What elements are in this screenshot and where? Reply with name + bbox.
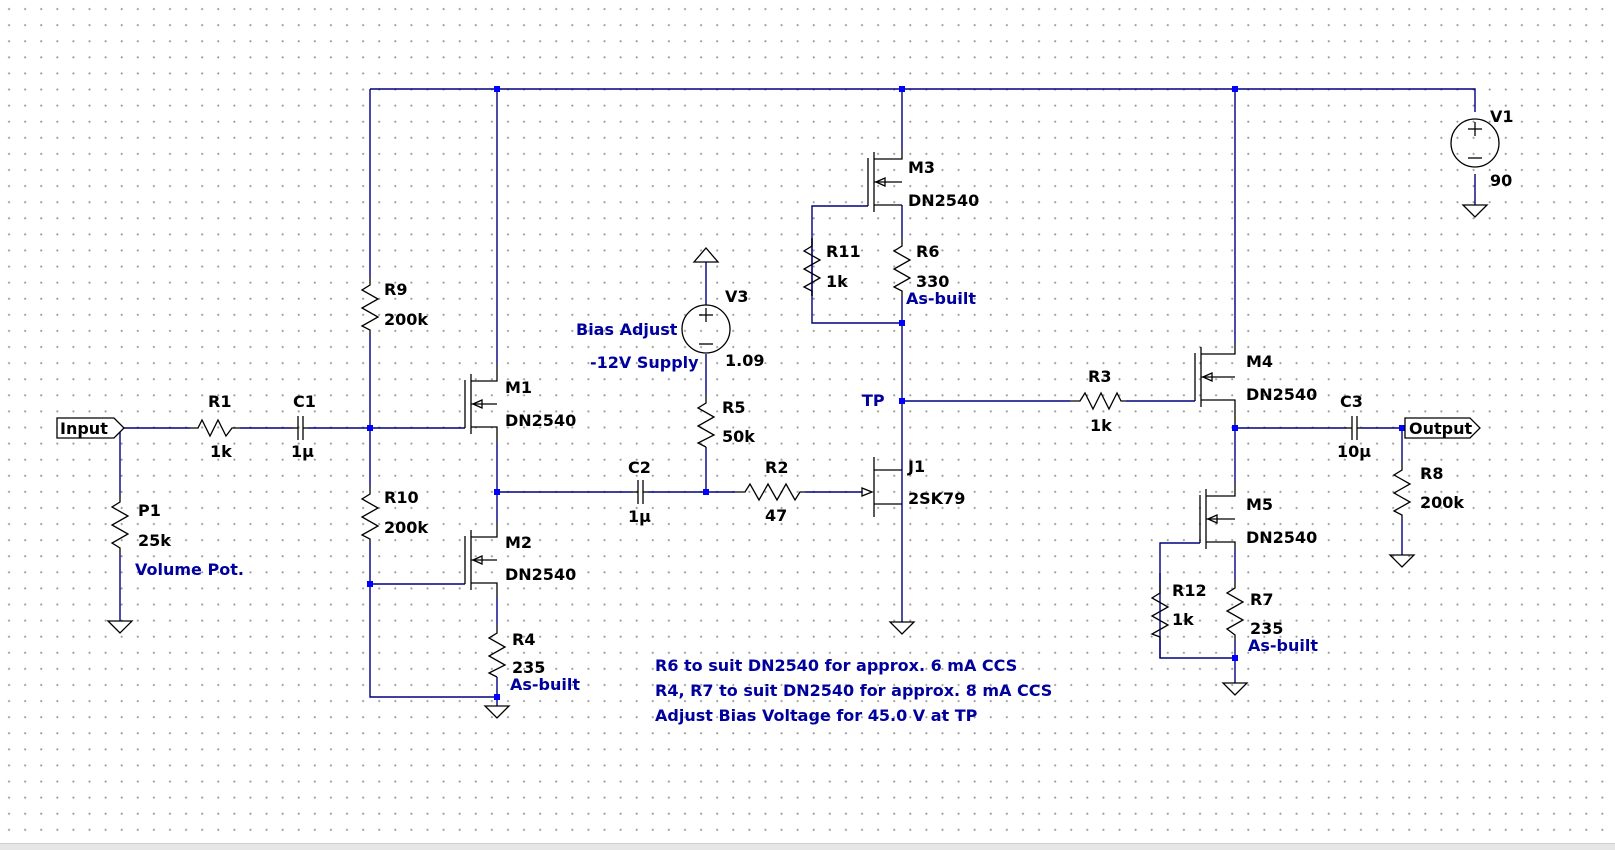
svg-text:25k: 25k — [138, 531, 171, 550]
input-port-label: Input — [60, 419, 108, 438]
svg-text:50k: 50k — [722, 427, 755, 446]
ground-icon — [1388, 554, 1416, 568]
output-port-label: Output — [1409, 419, 1472, 438]
svg-text:R10: R10 — [384, 488, 419, 507]
resistor-R6[interactable]: R6 330 As-built — [892, 238, 976, 308]
svg-text:M1: M1 — [505, 378, 532, 397]
note-line: R4, R7 to suit DN2540 for approx. 8 mA C… — [655, 681, 1052, 700]
svg-text:R12: R12 — [1172, 581, 1207, 600]
mosfet-M2[interactable]: M2 DN2540 — [464, 522, 576, 598]
resistor-R11[interactable]: R11 1k — [802, 238, 861, 296]
svg-text:M5: M5 — [1246, 495, 1273, 514]
svg-text:As-built: As-built — [906, 289, 976, 308]
svg-text:90: 90 — [1490, 171, 1512, 190]
svg-text:M4: M4 — [1246, 352, 1273, 371]
svg-text:DN2540: DN2540 — [1246, 385, 1317, 404]
svg-text:Bias Adjust: Bias Adjust — [576, 320, 678, 339]
svg-text:J1: J1 — [907, 457, 925, 476]
capacitor-C2[interactable]: C2 1µ — [628, 458, 651, 526]
note-line: R6 to suit DN2540 for approx. 6 mA CCS — [655, 656, 1017, 675]
resistor-P1[interactable]: P1 25k Volume Pot. — [110, 494, 244, 579]
resistor-R8[interactable]: R8 200k — [1392, 462, 1464, 519]
ground-icon — [106, 620, 134, 634]
svg-text:R7: R7 — [1250, 590, 1273, 609]
resistor-R12[interactable]: R12 1k — [1150, 581, 1207, 640]
svg-text:DN2540: DN2540 — [505, 565, 576, 584]
resistor-R1[interactable]: R1 1k — [190, 392, 240, 461]
voltage-source-V3[interactable]: V3 1.09 Bias Adjust -12V Supply — [576, 287, 764, 372]
svg-text:V1: V1 — [1490, 107, 1514, 126]
svg-text:200k: 200k — [384, 310, 428, 329]
resistor-R4[interactable]: R4 235 As-built — [487, 625, 580, 694]
resistor-R10[interactable]: R10 200k — [360, 486, 428, 543]
jfet-J1[interactable]: J1 2SK79 — [861, 457, 965, 517]
mosfet-M4[interactable]: M4 DN2540 — [1194, 343, 1317, 425]
svg-text:DN2540: DN2540 — [505, 411, 576, 430]
ground-icon — [888, 621, 916, 635]
ground-icon — [1461, 204, 1489, 218]
mosfet-M3[interactable]: M3 DN2540 — [867, 150, 979, 212]
svg-text:330: 330 — [916, 272, 949, 291]
svg-text:-12V Supply: -12V Supply — [590, 353, 699, 372]
resistor-R2[interactable]: R2 47 — [735, 458, 805, 525]
ground-icon — [483, 705, 511, 719]
svg-text:1k: 1k — [210, 442, 232, 461]
output-port[interactable]: Output — [1404, 417, 1481, 439]
capacitor-C1[interactable]: C1 1µ — [291, 392, 316, 461]
svg-text:200k: 200k — [384, 518, 428, 537]
svg-text:Volume Pot.: Volume Pot. — [135, 560, 244, 579]
svg-text:1k: 1k — [1090, 416, 1112, 435]
svg-text:R2: R2 — [765, 458, 788, 477]
svg-text:DN2540: DN2540 — [908, 191, 979, 210]
svg-text:R8: R8 — [1420, 464, 1443, 483]
svg-text:1µ: 1µ — [291, 442, 314, 461]
svg-text:235: 235 — [1250, 619, 1283, 638]
svg-text:1k: 1k — [1172, 610, 1194, 629]
svg-text:As-built: As-built — [1248, 636, 1318, 655]
mosfet-M1[interactable]: M1 DN2540 — [464, 365, 576, 442]
svg-text:47: 47 — [765, 506, 787, 525]
voltage-source-V1[interactable]: V1 90 — [1450, 107, 1514, 190]
resistor-R3[interactable]: R3 1k — [1070, 367, 1126, 435]
svg-text:2SK79: 2SK79 — [908, 489, 965, 508]
svg-text:R4: R4 — [512, 630, 535, 649]
svg-text:C1: C1 — [293, 392, 316, 411]
note-line: Adjust Bias Voltage for 45.0 V at TP — [655, 706, 978, 725]
ground-icon — [1221, 682, 1249, 696]
svg-text:R6: R6 — [916, 242, 939, 261]
design-notes: R6 to suit DN2540 for approx. 6 mA CCS R… — [655, 656, 1052, 725]
svg-text:1µ: 1µ — [628, 507, 651, 526]
svg-text:C2: C2 — [628, 458, 651, 477]
svg-text:R5: R5 — [722, 398, 745, 417]
svg-text:1.09: 1.09 — [725, 351, 764, 370]
ground-symbols — [106, 204, 1489, 719]
supply-terminal-icon — [692, 247, 720, 263]
svg-text:200k: 200k — [1420, 493, 1464, 512]
svg-text:M2: M2 — [505, 533, 532, 552]
svg-text:DN2540: DN2540 — [1246, 528, 1317, 547]
resistor-R7[interactable]: R7 235 As-built — [1225, 580, 1318, 655]
svg-text:V3: V3 — [725, 287, 749, 306]
svg-text:235: 235 — [512, 658, 545, 677]
mosfet-M5[interactable]: M5 DN2540 — [1199, 483, 1317, 549]
input-port[interactable]: Input — [56, 417, 125, 439]
svg-text:R9: R9 — [384, 280, 407, 299]
svg-text:As-built: As-built — [510, 675, 580, 694]
svg-text:C3: C3 — [1340, 392, 1363, 411]
net-label-tp: TP — [862, 391, 885, 410]
svg-text:M3: M3 — [908, 158, 935, 177]
resistor-R5[interactable]: R5 50k — [696, 395, 755, 448]
svg-text:R11: R11 — [826, 242, 861, 261]
svg-text:1k: 1k — [826, 272, 848, 291]
svg-text:P1: P1 — [138, 501, 161, 520]
svg-text:10µ: 10µ — [1337, 442, 1371, 461]
resistor-R9[interactable]: R9 200k — [360, 277, 428, 335]
capacitor-C3[interactable]: C3 10µ — [1337, 392, 1371, 461]
wires — [119, 88, 1476, 706]
svg-text:R1: R1 — [208, 392, 231, 411]
svg-text:R3: R3 — [1088, 367, 1111, 386]
junctions — [367, 86, 1405, 700]
